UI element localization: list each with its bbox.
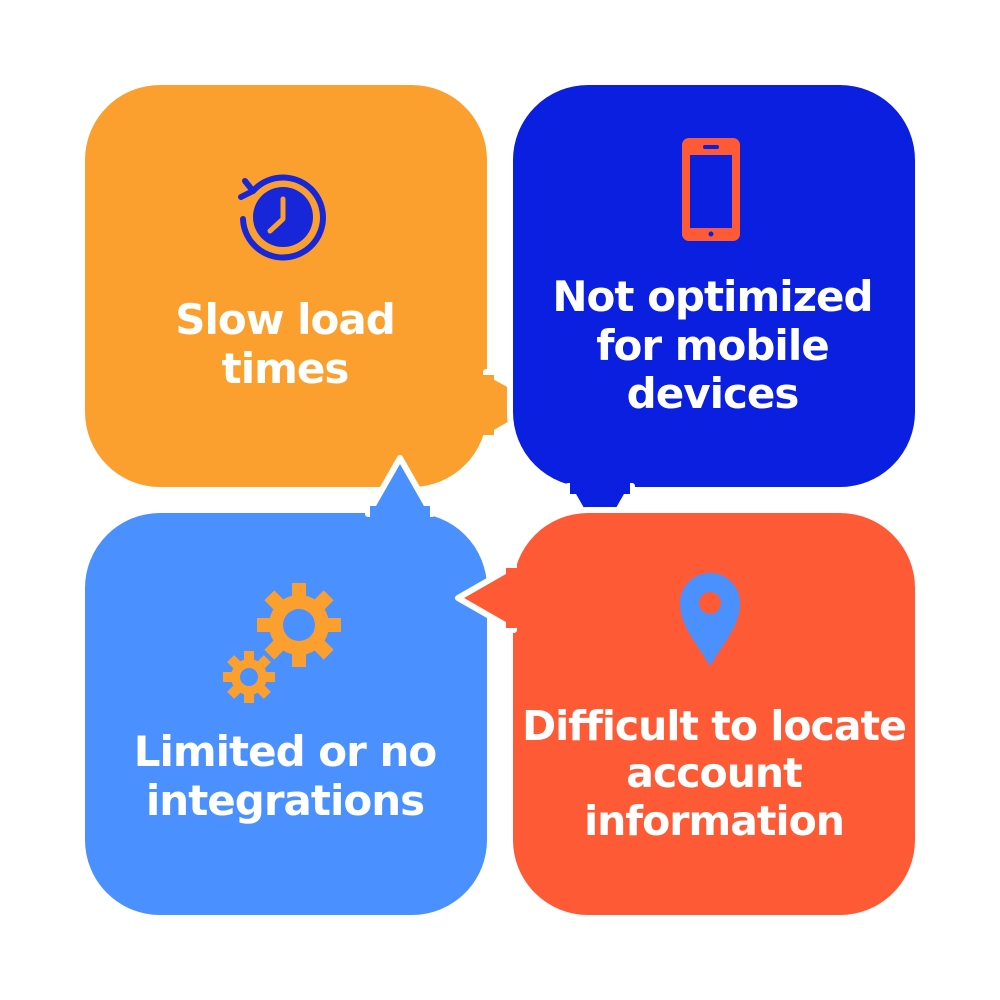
- clock-refresh-icon: [238, 174, 326, 261]
- smartphone-icon: [682, 138, 740, 241]
- card-text-integrations: Limited or no integrations: [133, 727, 438, 825]
- card-text-mobile: Not optimized for mobile devices: [552, 271, 873, 419]
- gears-icon: [223, 583, 341, 703]
- bubble-slow-load-times: [79, 79, 548, 493]
- card-text-account: Difficult to locate account information: [522, 701, 907, 845]
- card-text-slow-load-times: Slow load times: [175, 295, 396, 393]
- bubble-integrations: [79, 455, 493, 921]
- bubble-account: [455, 507, 921, 921]
- location-pin-icon: [680, 573, 740, 666]
